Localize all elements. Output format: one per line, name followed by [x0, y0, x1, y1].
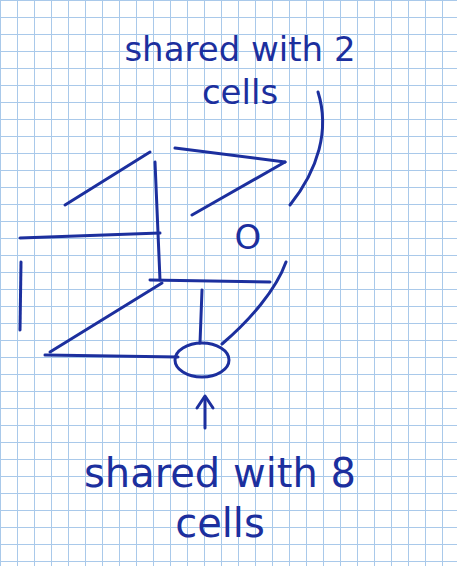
- cube-edge: [20, 262, 21, 330]
- cube-edge: [20, 233, 160, 238]
- cube-edge: [155, 162, 160, 280]
- cube-edge: [45, 355, 178, 357]
- cube-edge: [175, 148, 285, 162]
- leader-line: [222, 262, 286, 344]
- pointer-arrow: [204, 398, 207, 428]
- cube-edge: [65, 152, 150, 205]
- cube-edge: [192, 162, 285, 215]
- pointer-arrow: [197, 396, 213, 408]
- cube-edge: [50, 283, 162, 352]
- annotation: shared with 2 cells: [120, 28, 360, 113]
- cube-edge: [150, 280, 270, 282]
- annotation: shared with 8 cells: [70, 448, 370, 548]
- annotation: O: [228, 216, 268, 259]
- vertex-circle: [175, 343, 229, 377]
- leader-line: [290, 92, 323, 205]
- cube-edge: [200, 290, 202, 343]
